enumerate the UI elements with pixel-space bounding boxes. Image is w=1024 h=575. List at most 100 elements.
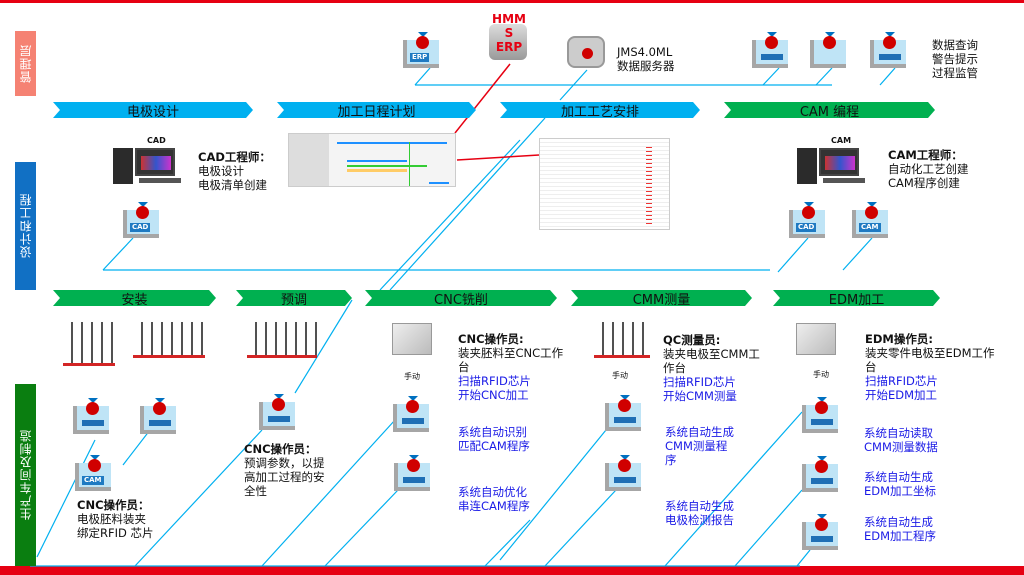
cmm-operator-text: QC测量员: 装夹电极至CMM工 作台 扫描RFID芯片 开始CMM测量 — [663, 333, 773, 403]
cam-module-icon: CAM — [75, 455, 117, 491]
cnc-manual-label: 手动 — [404, 372, 420, 381]
task-text: 装夹电极至CMM工 — [663, 347, 760, 361]
auto-text: 匹配CAM程序 — [458, 439, 530, 453]
electrode-rack-icon — [63, 322, 115, 366]
process-table-screenshot — [539, 138, 670, 230]
erp-schedule-link — [454, 63, 511, 134]
task-text: 预调参数，以提 — [244, 456, 325, 470]
auto-text: 系统自动生成 — [864, 515, 933, 529]
stage-edm: EDM加工 — [773, 290, 940, 306]
auto-text: 系统自动优化 — [458, 485, 527, 499]
data-server-icon — [567, 36, 605, 68]
monitor-functions: 数据查询 警告提示 过程监管 — [932, 38, 978, 80]
monitor-text: 警告提示 — [932, 52, 978, 66]
task-text: 电极胚料装夹 — [77, 512, 146, 526]
cnc-auto-optimize-text: 系统自动优化 串连CAM程序 — [458, 485, 530, 513]
top-border — [0, 0, 1024, 3]
gantt-schedule-screenshot — [288, 133, 456, 187]
role-label: QC测量员: — [663, 333, 721, 347]
erp-database-icon — [489, 24, 527, 60]
server-desc: 数据服务器 — [617, 59, 675, 73]
hmms-line-3: ERP — [495, 40, 523, 54]
task-text: 电极清单创建 — [198, 178, 267, 192]
alert-module-icon — [810, 32, 852, 68]
role-label: CAM工程师： — [888, 148, 963, 162]
edm-coord-module-icon — [802, 456, 844, 492]
preset-operator-text: CNC操作员： 预调参数，以提 高加工过程的安 全性 — [244, 442, 325, 498]
schedule-process-link — [456, 154, 540, 161]
auto-text: EDM加工坐标 — [864, 484, 937, 498]
start-cnc-text: 开始CNC加工 — [458, 388, 529, 402]
stage-cam-programming: CAM 编程 — [724, 102, 935, 118]
cam-module-icon: CAM — [852, 202, 894, 238]
auto-text: 电极检测报告 — [665, 513, 734, 527]
cmm-machine-icon — [594, 322, 650, 358]
auto-text: 系统自动读取 — [864, 426, 933, 440]
cad-link — [102, 237, 134, 271]
task-text: 作台 — [663, 361, 686, 375]
edm-program-module-icon — [802, 514, 844, 550]
task-text: 自动化工艺创建 — [888, 162, 969, 176]
role-label: EDM操作员: — [865, 332, 933, 346]
install-operator-text: CNC操作员： 电极胚料装夹 绑定RFID 芯片 — [77, 498, 154, 540]
hmms-line-2: S — [504, 26, 514, 40]
cmm-module-icon — [605, 395, 647, 431]
stage-schedule: 加工日程计划 — [277, 102, 476, 118]
edm-module-icon — [802, 397, 844, 433]
preset-machine-icon — [247, 322, 317, 358]
server-link — [559, 69, 588, 101]
task-text: 电极设计 — [198, 164, 244, 178]
monitor-link-3 — [879, 67, 896, 86]
layer-design: 设计和工程 — [15, 162, 36, 290]
auto-text: 串连CAM程序 — [458, 499, 530, 513]
cam-link-2 — [842, 237, 873, 271]
query-module-icon — [752, 32, 794, 68]
cmm-report-module-icon — [605, 455, 647, 491]
task-text: 全性 — [244, 484, 267, 498]
role-label: CNC操作员： — [244, 442, 317, 456]
edm-auto-read-text: 系统自动读取 CMM测量数据 — [864, 426, 938, 454]
cad-module-icon: CAD — [789, 202, 831, 238]
auto-text: 序 — [665, 453, 677, 467]
scan-rfid-text: 扫描RFID芯片 — [458, 374, 531, 388]
task-text: 台 — [865, 360, 877, 374]
erp-link — [414, 67, 431, 86]
cnc-operator-text: CNC操作员: 装夹胚料至CNC工作台 扫描RFID芯片 开始CNC加工 — [458, 332, 568, 402]
monitor-module-icon — [870, 32, 912, 68]
role-label: CNC操作员： — [77, 498, 150, 512]
task-text: CAM程序创建 — [888, 176, 960, 190]
layer-production: 生产车间及制造 — [15, 384, 36, 566]
stage-cmm-measure: CMM测量 — [571, 290, 752, 306]
edm-auto-program-text: 系统自动生成 EDM加工程序 — [864, 515, 936, 543]
start-cmm-text: 开始CMM测量 — [663, 389, 737, 403]
stage-cnc-milling: CNC铣削 — [365, 290, 557, 306]
stage-preset: 预调 — [236, 290, 352, 306]
auto-text: 系统自动识别 — [458, 425, 527, 439]
layer-management: 管理层 — [15, 31, 36, 96]
install-bench-icon — [133, 322, 205, 358]
cmm-auto-report-text: 系统自动生成 电极检测报告 — [665, 499, 734, 527]
monitor-text: 过程监管 — [932, 66, 978, 80]
start-edm-text: 开始EDM加工 — [865, 388, 938, 402]
edm-auto-coord-text: 系统自动生成 EDM加工坐标 — [864, 470, 936, 498]
preset-module-icon — [259, 394, 301, 430]
task-text: 高加工过程的安 — [244, 470, 325, 484]
hmms-line-1: HMM — [492, 12, 526, 26]
edm-operator-text: EDM操作员: 装夹零件电极至EDM工作 台 扫描RFID芯片 开始EDM加工 — [865, 332, 1005, 402]
data-server-label: JMS4.0ML 数据服务器 — [617, 45, 675, 73]
auto-text: 系统自动生成 — [665, 425, 734, 439]
stage-install: 安装 — [53, 290, 216, 306]
rfid-module-icon — [140, 398, 182, 434]
auto-text: 系统自动生成 — [864, 470, 933, 484]
server-name: JMS4.0ML — [617, 45, 673, 59]
erp-module-icon: ERP — [403, 32, 445, 68]
stage-electrode-design: 电极设计 — [53, 102, 253, 118]
cam-workstation-icon: CAM — [797, 136, 867, 186]
bottom-border — [0, 566, 1024, 575]
scan-rfid-text: 扫描RFID芯片 — [663, 375, 736, 389]
cnc-machine-icon — [392, 323, 432, 355]
task-text: 装夹零件电极至EDM工作 — [865, 346, 995, 360]
cnc-optimize-module-icon — [394, 455, 436, 491]
cam-engineer-text: CAM工程师： 自动化工艺创建 CAM程序创建 — [888, 148, 978, 190]
cam-link-1 — [777, 237, 809, 273]
